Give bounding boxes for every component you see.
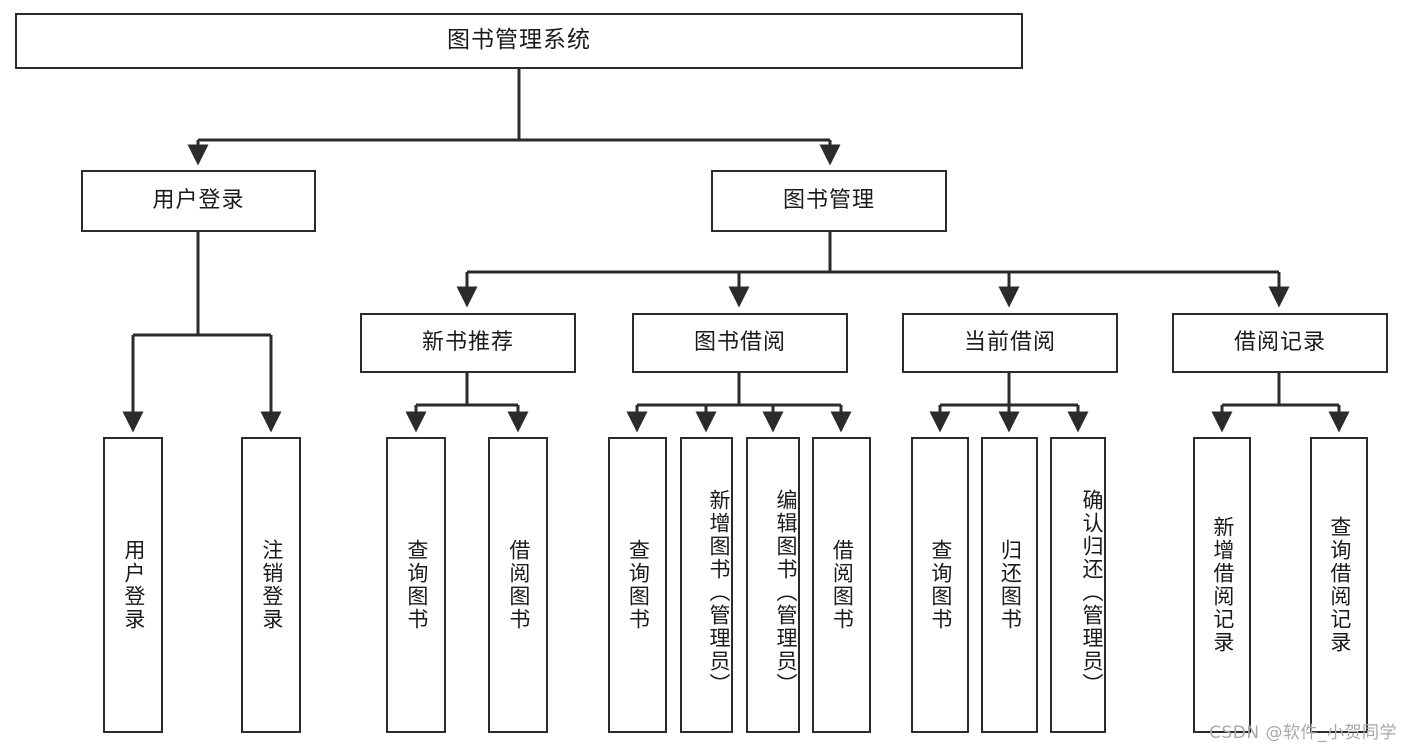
leaf-borrow-book-newbook[interactable]: 借阅图书	[488, 437, 548, 733]
leaf-query-borrow-record[interactable]: 查询借阅记录	[1310, 437, 1368, 733]
leaf-edit-book-admin[interactable]: 编辑图书（管理员）	[746, 437, 800, 733]
leaf-logout[interactable]: 注销登录	[241, 437, 301, 733]
node-book-management[interactable]: 图书管理	[711, 170, 947, 232]
leaf-user-login[interactable]: 用户登录	[103, 437, 163, 733]
leaf-add-borrow-record[interactable]: 新增借阅记录	[1193, 437, 1251, 733]
leaf-query-book-borrow[interactable]: 查询图书	[608, 437, 667, 733]
node-book-borrow[interactable]: 图书借阅	[632, 313, 848, 373]
node-new-book-recommend[interactable]: 新书推荐	[360, 313, 576, 373]
leaf-add-book-admin[interactable]: 新增图书（管理员）	[680, 437, 733, 733]
node-current-borrow[interactable]: 当前借阅	[902, 313, 1118, 373]
watermark-text: CSDN @软件_小贺同学	[1209, 723, 1397, 743]
leaf-confirm-return-admin[interactable]: 确认归还（管理员）	[1050, 437, 1106, 733]
leaf-return-book[interactable]: 归还图书	[981, 437, 1038, 733]
node-root[interactable]: 图书管理系统	[15, 13, 1023, 69]
leaf-borrow-book[interactable]: 借阅图书	[812, 437, 871, 733]
node-borrow-record[interactable]: 借阅记录	[1172, 313, 1388, 373]
node-user-login[interactable]: 用户登录	[81, 170, 316, 232]
leaf-query-book-current[interactable]: 查询图书	[911, 437, 969, 733]
leaf-query-book-newbook[interactable]: 查询图书	[386, 437, 446, 733]
